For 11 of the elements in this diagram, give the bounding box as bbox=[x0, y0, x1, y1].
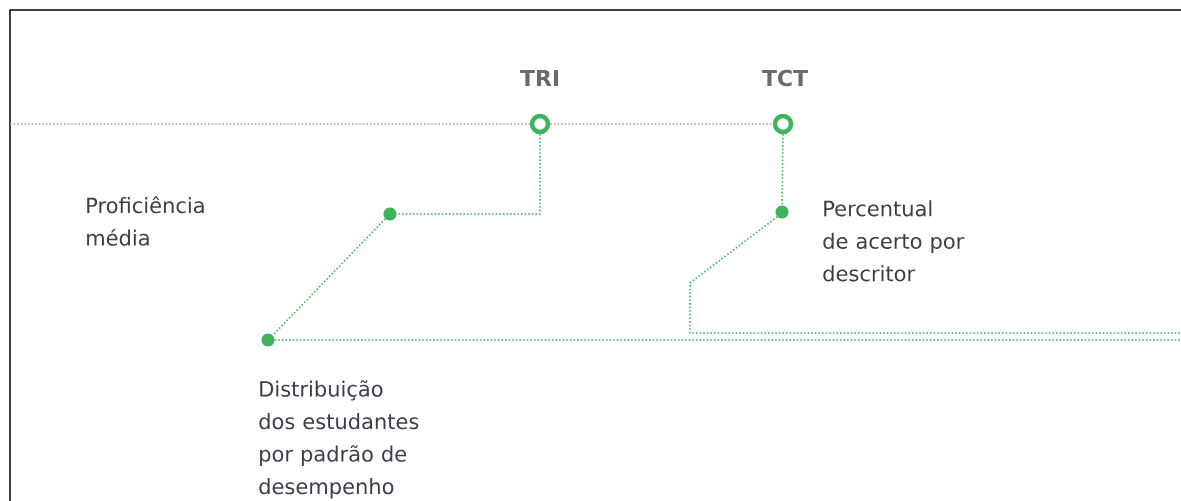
connector-line bbox=[271, 217, 387, 337]
connector-line bbox=[689, 215, 1181, 334]
caption-text: Distribuição dos estudantes por padrão de desempenho bbox=[259, 380, 419, 499]
caption-text: Proficiência média bbox=[87, 196, 204, 246]
caption-text: Percentual de acerto por descritor bbox=[823, 200, 965, 282]
connector-line bbox=[781, 133, 784, 207]
connector-line bbox=[9, 123, 531, 125]
connector-line bbox=[273, 339, 1181, 341]
connector-line bbox=[549, 123, 774, 125]
heading: TRI bbox=[520, 70, 559, 86]
heading: TCT bbox=[762, 69, 808, 87]
